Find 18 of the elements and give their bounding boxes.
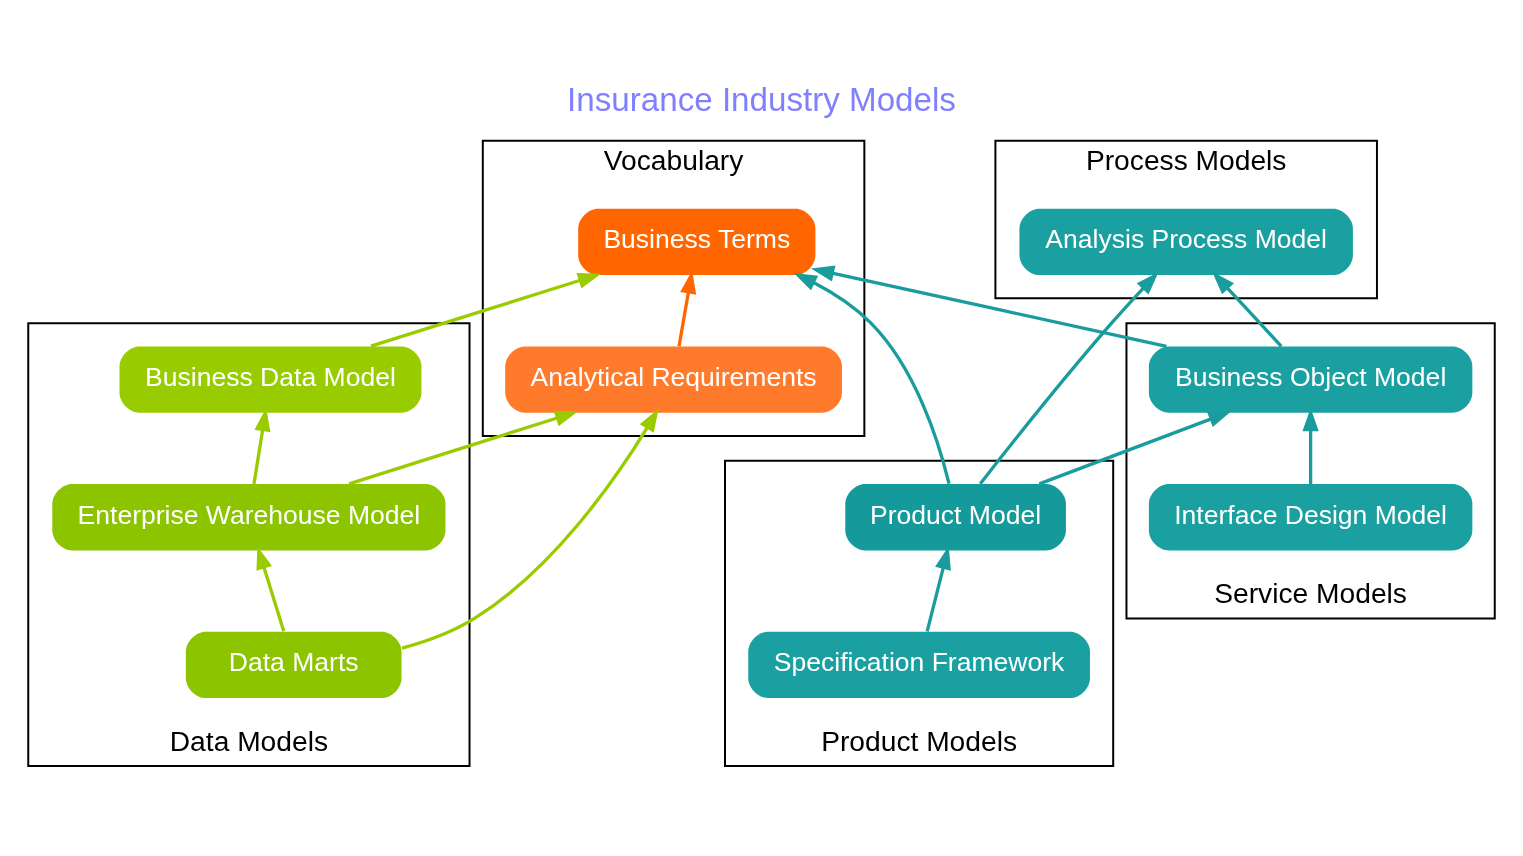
node-box: Data Marts [185, 631, 402, 698]
node-box: Enterprise Warehouse Model [52, 483, 446, 550]
node-box: Business Data Model [119, 345, 422, 413]
diagram-title: Insurance Industry Models [567, 80, 956, 118]
arrow [1038, 410, 1232, 485]
node-box: Business Object Model [1148, 345, 1473, 413]
arrow [370, 272, 602, 348]
node-box: Interface Design Model [1148, 483, 1473, 550]
node-box: Analytical Requirements [505, 345, 842, 413]
arrow [348, 410, 579, 485]
node-box: Analysis Process Model [1019, 208, 1353, 275]
arrow [401, 408, 659, 650]
node-box: Product Model [845, 483, 1066, 550]
node-box: Specification Framework [748, 631, 1090, 698]
arrow [793, 272, 951, 484]
arrow [256, 545, 286, 632]
node-box: Business Terms [578, 208, 816, 275]
arrow [810, 265, 1167, 348]
